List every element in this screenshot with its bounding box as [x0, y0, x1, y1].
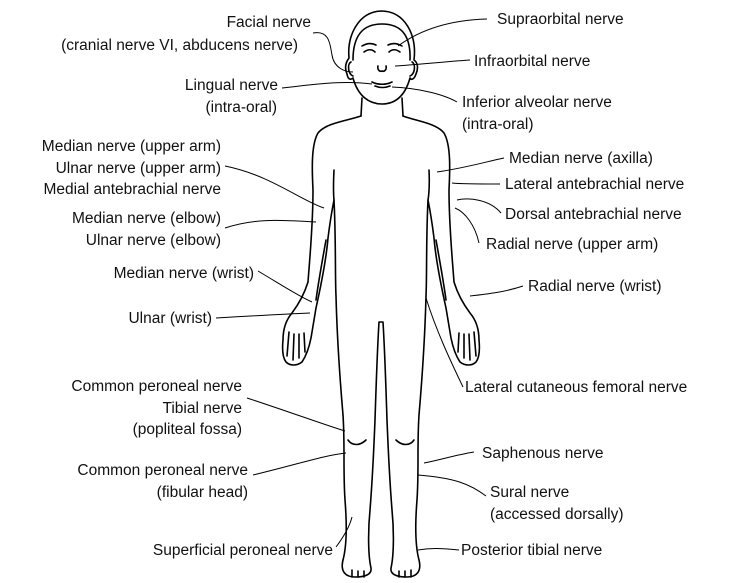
left-inner-arm	[316, 170, 334, 300]
label-median-nerve-axilla: Median nerve (axilla)	[509, 150, 653, 167]
left-eye	[364, 50, 375, 52]
label-lingual-nerve-sub: (intra-oral)	[206, 99, 277, 116]
label-medial-antebrachial-nerve: Medial antebrachial nerve	[44, 181, 222, 198]
right-hand-fingers	[458, 332, 476, 360]
left-hand-fingers	[287, 332, 305, 360]
neck-left	[361, 98, 362, 116]
head-outline	[346, 11, 418, 104]
leader-common-peroneal-fibular	[253, 453, 346, 475]
hair-outline	[353, 24, 410, 60]
label-posterior-tibial-nerve: Posterior tibial nerve	[461, 542, 602, 559]
label-inferior-alveolar-nerve: Inferior alveolar nerve	[462, 94, 612, 111]
left-knee	[348, 440, 366, 445]
label-median-nerve-elbow: Median nerve (elbow)	[72, 210, 221, 227]
label-superficial-peroneal-nerve: Superficial peroneal nerve	[153, 542, 333, 559]
left-ear	[349, 62, 353, 76]
mouth	[372, 82, 392, 84]
leader-superficial-peroneal	[336, 517, 352, 547]
leader-ulnar-wrist	[216, 313, 310, 318]
leader-posterior-tibial	[418, 549, 459, 551]
label-lateral-antebrachial-nerve: Lateral antebrachial nerve	[505, 176, 684, 193]
mouth-lower	[375, 86, 390, 88]
leader-median-axilla	[437, 158, 504, 172]
label-facial-nerve: Facial nerve	[227, 14, 311, 31]
nerve-labels: Facial nerve (cranial nerve VI, abducens…	[42, 11, 688, 559]
leader-median-upper-arm	[225, 166, 324, 208]
label-dorsal-antebrachial-nerve: Dorsal antebrachial nerve	[505, 206, 682, 223]
right-knee	[396, 440, 414, 445]
label-common-peroneal-nerve: Common peroneal nerve	[71, 378, 242, 395]
human-body-outline	[283, 11, 480, 577]
leader-radial-upper-arm	[455, 208, 479, 243]
right-inner-arm	[428, 170, 446, 300]
label-ulnar-wrist: Ulnar (wrist)	[128, 310, 212, 327]
label-radial-nerve-wrist: Radial nerve (wrist)	[528, 278, 662, 295]
label-common-peroneal-fibular: Common peroneal nerve	[77, 462, 248, 479]
leader-saphenous	[424, 452, 474, 463]
leader-median-wrist	[258, 271, 312, 302]
leader-median-elbow	[225, 220, 316, 228]
label-tibial-nerve-sub: (popliteal fossa)	[133, 421, 242, 438]
neck-right	[402, 98, 403, 116]
label-common-peroneal-fibular-sub: (fibular head)	[157, 484, 248, 501]
label-radial-nerve-upper-arm: Radial nerve (upper arm)	[486, 236, 658, 253]
leader-infraorbital	[395, 60, 470, 66]
right-eye	[389, 50, 400, 52]
label-lateral-cutaneous-femoral-nerve: Lateral cutaneous femoral nerve	[465, 379, 687, 396]
leader-tibial	[247, 398, 345, 431]
label-inferior-alveolar-nerve-sub: (intra-oral)	[462, 116, 533, 133]
leader-facial	[313, 33, 353, 72]
label-ulnar-nerve-upper-arm: Ulnar nerve (upper arm)	[56, 160, 221, 177]
right-ear	[410, 62, 414, 76]
nose	[378, 66, 386, 71]
leader-lateral-cutaneous-femoral	[426, 298, 463, 387]
leader-lingual	[282, 83, 372, 88]
label-infraorbital-nerve: Infraorbital nerve	[474, 53, 590, 70]
label-supraorbital-nerve: Supraorbital nerve	[497, 11, 624, 28]
leader-radial-wrist	[470, 286, 523, 296]
leader-lateral-antebrachial	[452, 183, 500, 184]
label-lingual-nerve: Lingual nerve	[185, 77, 278, 94]
label-median-nerve-upper-arm: Median nerve (upper arm)	[42, 138, 221, 155]
leader-sural	[418, 475, 486, 496]
label-facial-nerve-sub: (cranial nerve VI, abducens nerve)	[61, 37, 298, 54]
label-ulnar-nerve-elbow: Ulnar nerve (elbow)	[86, 232, 221, 249]
left-brow	[362, 44, 376, 46]
label-tibial-nerve: Tibial nerve	[162, 400, 242, 417]
label-sural-nerve-sub: (accessed dorsally)	[490, 506, 624, 523]
label-saphenous-nerve: Saphenous nerve	[482, 445, 604, 462]
leader-dorsal-antebrachial	[457, 199, 501, 213]
body-outer-outline	[283, 116, 480, 577]
label-sural-nerve: Sural nerve	[490, 484, 569, 501]
label-median-nerve-wrist: Median nerve (wrist)	[114, 265, 254, 282]
